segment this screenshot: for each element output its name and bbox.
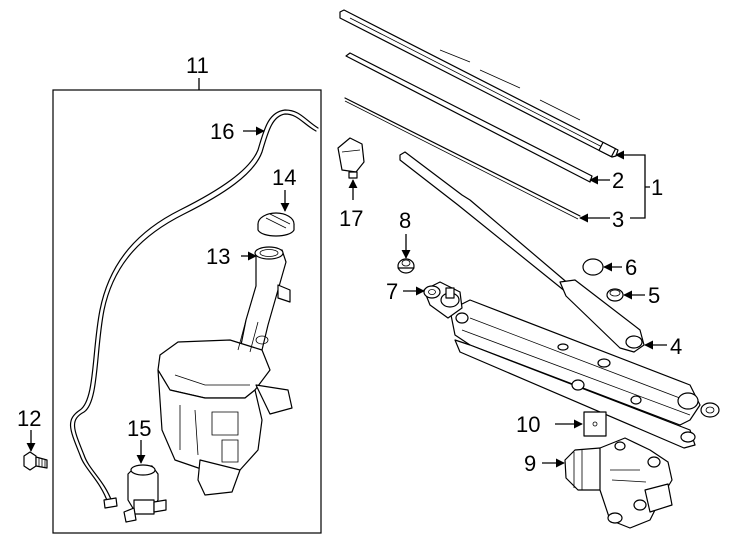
callout-1: 1 [651,175,663,200]
callout-9: 9 [524,451,536,476]
washer-hose [70,109,319,509]
callout-10: 10 [516,412,540,437]
linkage-grommet [397,258,415,274]
callout-12: 12 [17,406,41,431]
reservoir-cap [257,212,295,237]
callout-11: 11 [186,53,209,78]
washer-system-box [52,89,322,534]
washer-reservoir [157,246,293,496]
tank-bolt [23,451,48,471]
callout-2: 2 [612,168,624,193]
callout-17: 17 [339,206,363,231]
washer-pump [123,464,167,523]
motor-pad [583,411,607,437]
callout-6: 6 [625,255,637,280]
callout-5: 5 [648,283,660,308]
washer-nozzle [337,137,365,179]
callout-3: 3 [612,207,624,232]
callout-8: 8 [399,208,411,233]
callout-13: 13 [206,244,230,269]
callout-14: 14 [272,165,296,190]
wiper-motor [564,437,673,529]
leader-lines [26,126,667,468]
wiper-linkage [449,299,720,449]
callout-16: 16 [210,119,234,144]
blade-insert [344,97,581,217]
callout-4: 4 [670,334,682,359]
wiper-blade [339,9,619,158]
pivot-bracket [423,281,463,319]
pivot-cap [582,258,604,276]
callout-15: 15 [127,416,151,441]
pivot-nut [606,288,624,302]
callout-7: 7 [386,279,398,304]
wiper-arm [399,151,645,353]
